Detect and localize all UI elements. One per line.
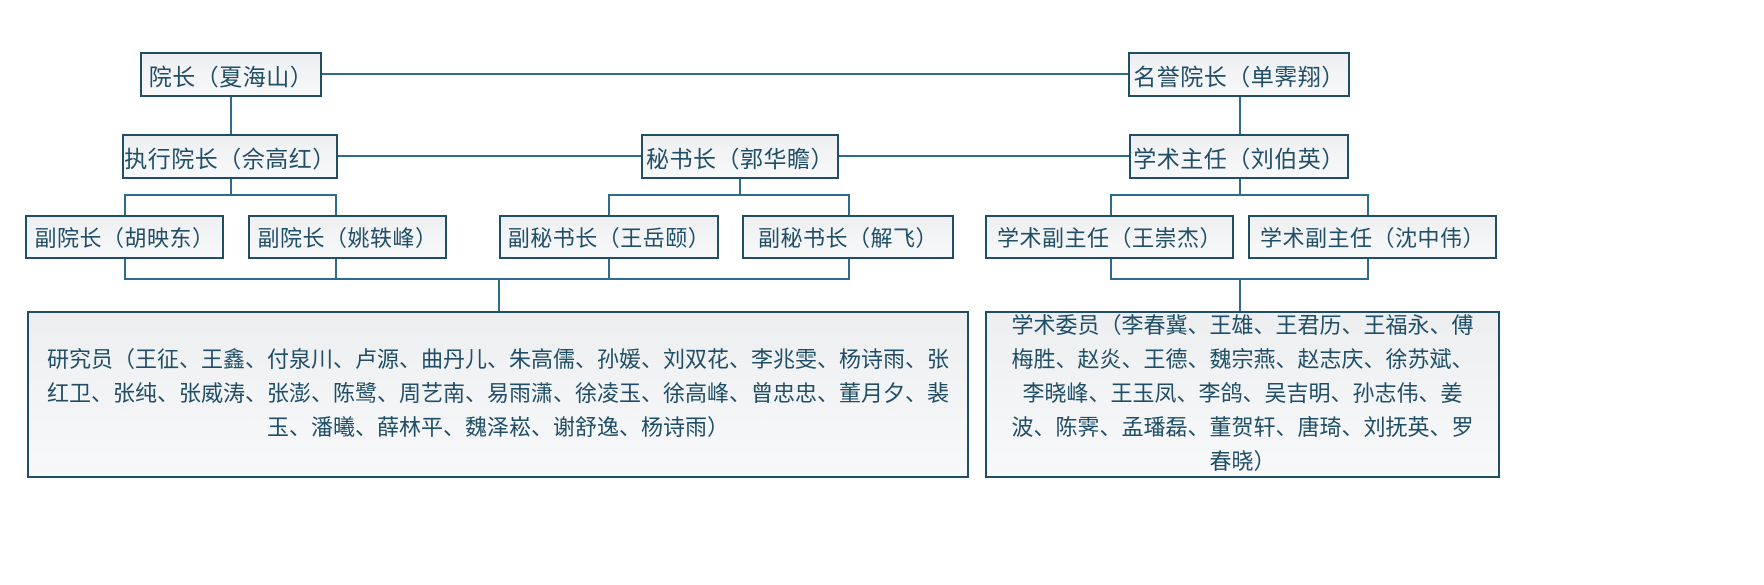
connector-vicedean1-down	[124, 258, 126, 280]
connector-secretary-bus	[608, 194, 850, 196]
connector-exec-to-secretary	[338, 155, 641, 157]
node-academic-director[interactable]: 学术主任（刘伯英）	[1129, 134, 1349, 179]
node-researchers-label: 研究员（王征、王鑫、付泉川、卢源、曲丹儿、朱高儒、孙媛、刘双花、李兆雯、杨诗雨、…	[47, 347, 950, 441]
node-vice-dean-2[interactable]: 副院长（姚轶峰）	[248, 215, 447, 259]
connector-academic-bus	[1110, 194, 1369, 196]
node-vice-dean-1-label: 副院长（胡映东）	[34, 227, 215, 252]
node-deputy-secretary-1-label: 副秘书长（王岳颐）	[507, 227, 711, 252]
node-deputy-secretary-2-label: 副秘书长（解飞）	[757, 227, 938, 252]
node-deputy-secretary-2[interactable]: 副秘书长（解飞）	[742, 215, 954, 259]
connector-secretary-branch-2	[848, 194, 850, 215]
connector-dean-down	[230, 96, 232, 134]
connector-left-group-to-researchers	[498, 278, 500, 311]
node-academic-committee[interactable]: 学术委员（李春冀、王雄、王君历、王福永、傅梅胜、赵炎、王德、魏宗燕、赵志庆、徐苏…	[985, 311, 1500, 478]
connector-academic-branch-1	[1110, 194, 1112, 215]
node-dean[interactable]: 院长（夏海山）	[140, 52, 322, 97]
connector-exec-branch-2	[335, 194, 337, 215]
connector-dean-to-honorary	[321, 73, 1128, 75]
node-vice-dean-1[interactable]: 副院长（胡映东）	[25, 215, 224, 259]
connector-viceacad1-down	[1110, 258, 1112, 280]
connector-secretary-branch-1	[608, 194, 610, 215]
connector-depsec2-down	[848, 258, 850, 280]
connector-honorary-down	[1239, 96, 1241, 134]
node-dean-label: 院长（夏海山）	[148, 64, 314, 91]
connector-depsec1-down	[608, 258, 610, 280]
node-vice-dean-2-label: 副院长（姚轶峰）	[257, 227, 438, 252]
node-secretary-general-label: 秘书长（郭华瞻）	[646, 146, 834, 173]
node-vice-academic-director-2-label: 学术副主任（沈中伟）	[1259, 227, 1485, 252]
node-executive-dean-label: 执行院长（佘高红）	[124, 146, 336, 173]
node-researchers[interactable]: 研究员（王征、王鑫、付泉川、卢源、曲丹儿、朱高儒、孙媛、刘双花、李兆雯、杨诗雨、…	[27, 311, 969, 478]
node-honorary-dean[interactable]: 名誉院长（单霁翔）	[1128, 52, 1350, 97]
node-vice-academic-director-1-label: 学术副主任（王崇杰）	[996, 227, 1222, 252]
node-academic-committee-label: 学术委员（李春冀、王雄、王君历、王福永、傅梅胜、赵炎、王德、魏宗燕、赵志庆、徐苏…	[1011, 313, 1474, 475]
connector-exec-branch-1	[124, 194, 126, 215]
connector-right-group-to-committee	[1239, 278, 1241, 311]
connector-exec-down	[230, 178, 232, 196]
node-deputy-secretary-1[interactable]: 副秘书长（王岳颐）	[499, 215, 719, 259]
node-executive-dean[interactable]: 执行院长（佘高红）	[122, 134, 338, 179]
connector-viceacad2-down	[1367, 258, 1369, 280]
node-honorary-dean-label: 名誉院长（单霁翔）	[1133, 64, 1345, 91]
connector-secretary-to-academic	[838, 155, 1130, 157]
node-vice-academic-director-1[interactable]: 学术副主任（王崇杰）	[985, 215, 1234, 259]
node-vice-academic-director-2[interactable]: 学术副主任（沈中伟）	[1248, 215, 1497, 259]
node-secretary-general[interactable]: 秘书长（郭华瞻）	[641, 134, 839, 179]
connector-left-group-bus	[124, 278, 850, 280]
connector-exec-bus	[124, 194, 337, 196]
connector-academic-down	[1239, 178, 1241, 196]
connector-secretary-down	[739, 178, 741, 196]
connector-vicedean2-down	[335, 258, 337, 280]
node-academic-director-label: 学术主任（刘伯英）	[1133, 146, 1345, 173]
connector-academic-branch-2	[1367, 194, 1369, 215]
